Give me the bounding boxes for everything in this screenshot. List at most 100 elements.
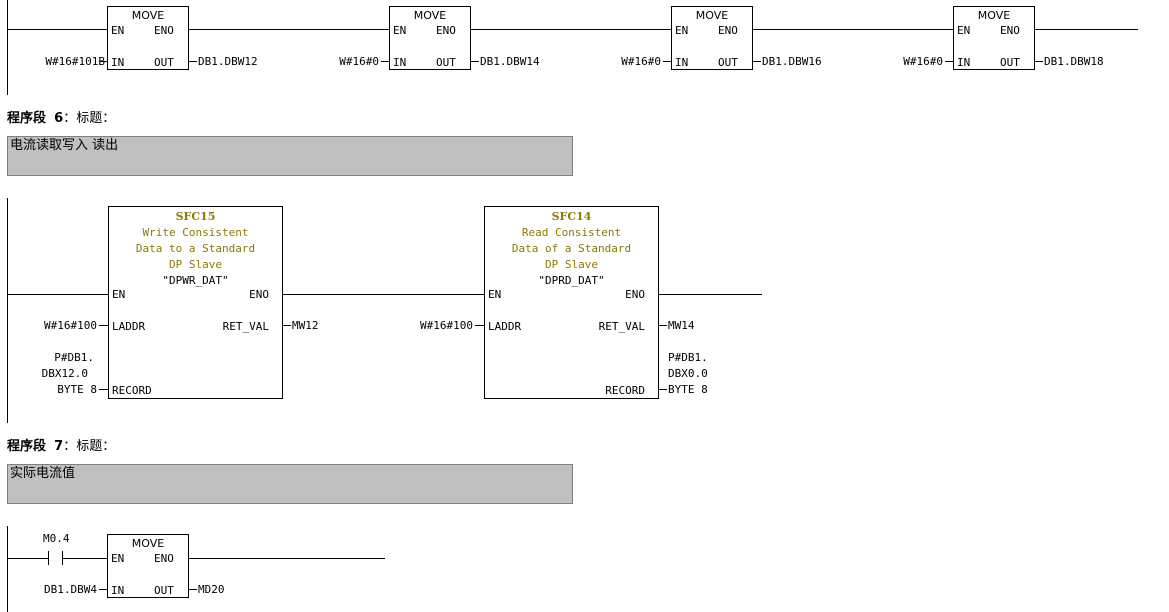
rung-line: [188, 29, 390, 30]
out-pin-label: OUT: [718, 56, 738, 69]
laddr-operand[interactable]: W#16#100: [420, 319, 473, 332]
record-operand-line[interactable]: BYTE 8: [57, 383, 97, 396]
eno-pin-label: ENO: [436, 24, 456, 37]
block-title: MOVE: [131, 537, 165, 550]
contact-address[interactable]: M0.4: [43, 532, 70, 545]
retval-operand[interactable]: MW14: [668, 319, 695, 332]
move-block[interactable]: MOVE EN ENO IN OUT: [107, 6, 189, 70]
rung-line: [752, 29, 954, 30]
eno-pin-label: ENO: [1000, 24, 1020, 37]
eno-pin-label: ENO: [154, 552, 174, 565]
record-operand-line[interactable]: DBX12.0: [41, 367, 88, 380]
retval-pin-label: RET_VAL: [598, 320, 645, 333]
in-operand[interactable]: W#16#0: [339, 55, 379, 68]
pin-stub: [99, 589, 107, 590]
network-header[interactable]: 程序段 6：标题：: [7, 111, 115, 127]
en-pin-label: EN: [111, 24, 125, 37]
laddr-pin-label: LADDR: [488, 320, 522, 333]
en-pin-label: EN: [393, 24, 407, 37]
rung-line: [62, 558, 108, 559]
record-operand-line[interactable]: BYTE 8: [668, 383, 708, 396]
out-pin-label: OUT: [1000, 56, 1020, 69]
power-rail: [7, 198, 8, 423]
en-pin-label: EN: [675, 24, 689, 37]
pin-stub: [471, 61, 479, 62]
pin-stub: [283, 325, 291, 326]
pin-stub: [99, 61, 107, 62]
out-pin-label: OUT: [154, 584, 174, 597]
out-pin-label: OUT: [436, 56, 456, 69]
move-block[interactable]: MOVE EN ENO IN OUT: [389, 6, 471, 70]
network-header[interactable]: 程序段 7：标题：: [7, 439, 115, 455]
move-block[interactable]: MOVE EN ENO IN OUT: [671, 6, 753, 70]
laddr-pin-label: LADDR: [112, 320, 146, 333]
out-pin-label: OUT: [154, 56, 174, 69]
in-operand[interactable]: W#16#0: [903, 55, 943, 68]
pin-stub: [753, 61, 761, 62]
out-operand[interactable]: DB1.DBW14: [480, 55, 540, 68]
network-title-label: ：标题：: [63, 439, 116, 454]
pin-stub: [99, 389, 108, 390]
network-label: 程序段: [7, 439, 47, 454]
network-comment[interactable]: 实际电流值: [7, 464, 573, 504]
out-operand[interactable]: DB1.DBW16: [762, 55, 822, 68]
record-operand-line[interactable]: P#DB1.: [54, 351, 94, 364]
rung-line: [470, 29, 672, 30]
en-pin-label: EN: [488, 288, 502, 301]
block-name: SFC14: [551, 210, 592, 223]
in-operand[interactable]: W#16#0: [621, 55, 661, 68]
block-symbol: "DPRD_DAT": [538, 274, 605, 287]
retval-operand[interactable]: MW12: [292, 319, 319, 332]
move-block[interactable]: MOVE EN ENO IN OUT: [107, 534, 189, 598]
record-pin-label: RECORD: [605, 384, 645, 397]
block-description: Data of a Standard: [511, 242, 632, 255]
out-operand[interactable]: MD20: [198, 583, 225, 596]
sfc15-block[interactable]: SFC15 Write Consistent Data to a Standar…: [108, 206, 283, 399]
en-pin-label: EN: [957, 24, 971, 37]
block-title: MOVE: [977, 9, 1011, 22]
sfc14-block[interactable]: SFC14 Read Consistent Data of a Standard…: [484, 206, 659, 399]
en-pin-label: EN: [112, 288, 126, 301]
block-title: MOVE: [131, 9, 165, 22]
record-pin-label: RECORD: [112, 384, 152, 397]
network-number: 7: [54, 439, 64, 454]
retval-pin-label: RET_VAL: [222, 320, 269, 333]
in-pin-label: IN: [675, 56, 689, 69]
out-operand[interactable]: DB1.DBW12: [198, 55, 258, 68]
network-comment[interactable]: 电流读取写入 读出: [7, 136, 573, 176]
rung-line: [659, 294, 762, 295]
rung-line: [283, 294, 484, 295]
contact-left-bar-icon[interactable]: [48, 551, 49, 565]
pin-stub: [381, 61, 389, 62]
record-operand-line[interactable]: P#DB1.: [668, 351, 708, 364]
in-operand[interactable]: W#16#101B: [45, 55, 105, 68]
block-description: Write Consistent: [142, 226, 249, 239]
network-label: 程序段: [7, 111, 47, 126]
in-pin-label: IN: [393, 56, 407, 69]
network-title-label: ：标题：: [63, 111, 116, 126]
in-pin-label: IN: [111, 584, 125, 597]
move-block[interactable]: MOVE EN ENO IN OUT: [953, 6, 1035, 70]
eno-pin-label: ENO: [249, 288, 269, 301]
pin-stub: [475, 325, 484, 326]
pin-stub: [189, 61, 197, 62]
block-title: MOVE: [413, 9, 447, 22]
in-operand[interactable]: DB1.DBW4: [44, 583, 97, 596]
power-rail: [7, 526, 8, 612]
en-pin-label: EN: [111, 552, 125, 565]
out-operand[interactable]: DB1.DBW18: [1044, 55, 1104, 68]
eno-pin-label: ENO: [154, 24, 174, 37]
pin-stub: [663, 61, 671, 62]
record-operand-line[interactable]: DBX0.0: [668, 367, 708, 380]
block-description: Read Consistent: [521, 226, 622, 239]
pin-stub: [189, 589, 197, 590]
laddr-operand[interactable]: W#16#100: [44, 319, 97, 332]
power-rail: [7, 0, 8, 95]
eno-pin-label: ENO: [625, 288, 645, 301]
in-pin-label: IN: [111, 56, 125, 69]
pin-stub: [659, 389, 667, 390]
block-description: DP Slave: [169, 258, 222, 271]
rung-line: [7, 294, 108, 295]
rung-line: [188, 558, 385, 559]
